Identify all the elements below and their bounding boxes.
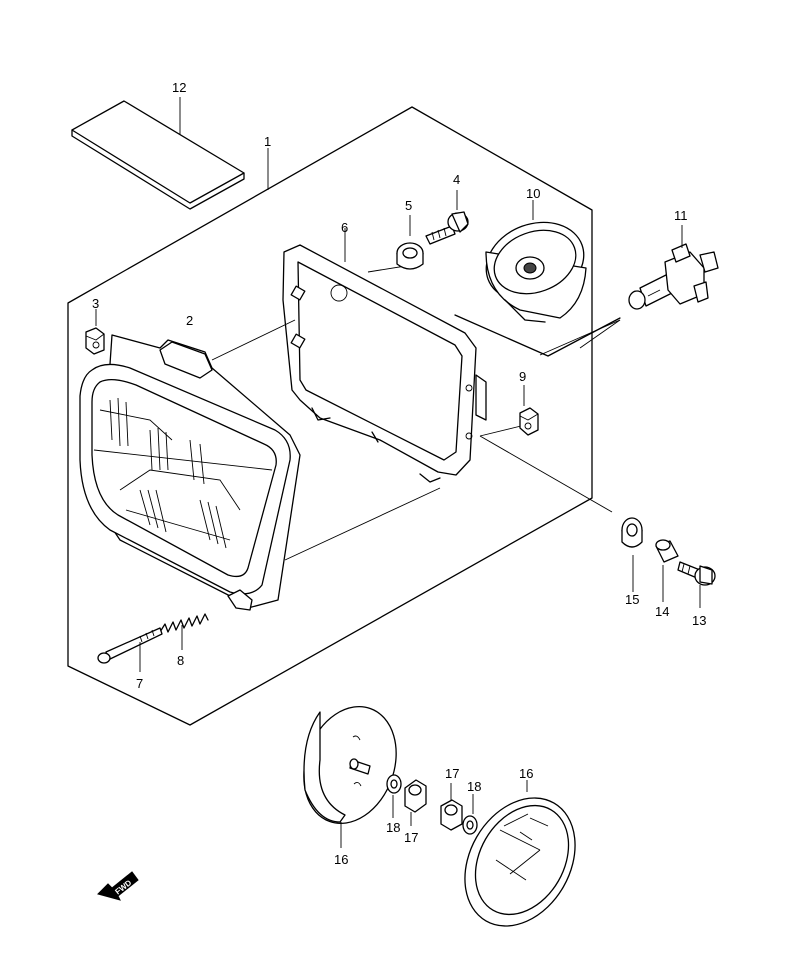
callout-2: 2 — [186, 313, 193, 328]
part-8-spring — [159, 613, 209, 650]
callout-16-right: 16 — [519, 766, 533, 781]
part-4-screw — [425, 190, 469, 245]
assembly-leader-lines — [211, 263, 621, 561]
callout-4: 4 — [453, 172, 460, 187]
part-16-cover-left — [303, 705, 397, 848]
assembly-outline — [67, 106, 593, 726]
part-16-cover-right — [464, 780, 576, 927]
callout-labels: 12 1 4 5 10 6 11 3 2 9 15 14 13 8 7 17 1… — [92, 80, 706, 867]
part-5-grommet — [396, 215, 424, 270]
callout-14: 14 — [655, 604, 669, 619]
callout-17-bottom: 17 — [404, 830, 418, 845]
part-2-headlamp-unit — [79, 334, 301, 611]
callout-5: 5 — [405, 198, 412, 213]
fwd-arrow-icon: FWD — [97, 871, 139, 901]
callout-1: 1 — [264, 134, 271, 149]
callout-16-left: 16 — [334, 852, 348, 867]
part-11-bulb — [628, 225, 719, 310]
part-13-screw — [677, 561, 716, 608]
callout-3: 3 — [92, 296, 99, 311]
part-18-washer-left — [386, 774, 402, 818]
part-12-label-plate — [71, 97, 245, 210]
part-7-long-screw — [97, 627, 163, 672]
callout-18-top: 18 — [467, 779, 481, 794]
part-15-grommet — [621, 517, 643, 592]
callout-7: 7 — [136, 676, 143, 691]
callout-10: 10 — [526, 186, 540, 201]
part-9-clip-nut — [519, 385, 539, 436]
part-17-nut-left — [404, 779, 427, 826]
part-10-socket-cap — [485, 200, 587, 323]
part-17-nut-right — [440, 783, 463, 831]
callout-12: 12 — [172, 80, 186, 95]
part-3-clip-nut — [85, 309, 105, 355]
socket-outline — [454, 314, 621, 357]
callout-9: 9 — [519, 369, 526, 384]
callout-17-top: 17 — [445, 766, 459, 781]
callout-6: 6 — [341, 220, 348, 235]
callout-8: 8 — [177, 653, 184, 668]
callout-18-bottom: 18 — [386, 820, 400, 835]
part-14-collar — [655, 539, 679, 602]
part-6-mounting-frame — [282, 228, 487, 483]
callout-11: 11 — [674, 208, 688, 223]
callout-13: 13 — [692, 613, 706, 628]
part-18-washer-right — [462, 794, 478, 835]
callout-15: 15 — [625, 592, 639, 607]
